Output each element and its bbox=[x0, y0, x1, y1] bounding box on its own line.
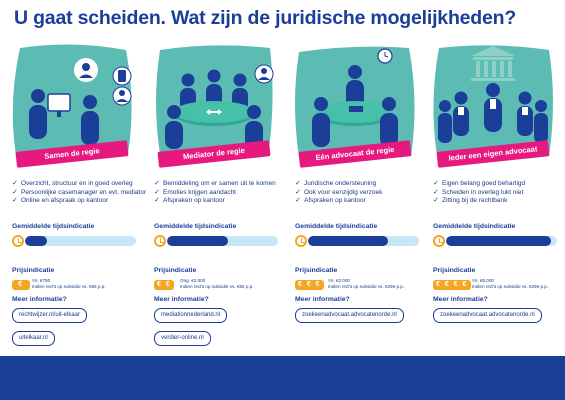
clock-icon bbox=[295, 235, 307, 247]
option-one-lawyer: Eén advocaat de regie ✓Juridische onders… bbox=[291, 42, 419, 352]
more-info-heading: Meer informatie? bbox=[433, 296, 488, 303]
price-text: Ong. €2.000 Indien recht op subsidie vs.… bbox=[180, 278, 254, 289]
price-text: Vs. €5.000 Indien recht op subsidie vs. … bbox=[472, 278, 549, 289]
check-icon: ✓ bbox=[295, 197, 301, 205]
time-bar-fill bbox=[167, 236, 229, 246]
benefit-item: ✓Overzicht, structuur en in goed overleg bbox=[12, 180, 133, 187]
time-heading: Gemiddelde tijdsindicatie bbox=[12, 223, 95, 230]
benefit-item: ✓Scheiden in overleg lukt niet bbox=[433, 188, 524, 196]
link-zoekeenadvocaat[interactable]: zoekeenadvocaat.advocatenorde.nl bbox=[295, 308, 404, 323]
footer-band bbox=[0, 356, 565, 400]
benefit-item: ✓Afspraken op kantoor bbox=[295, 197, 366, 205]
benefit-list: ✓Eigen belang goed behartigd ✓Scheiden i… bbox=[433, 180, 559, 206]
euro-icon: € € € € bbox=[433, 280, 471, 290]
euro-icon: € € bbox=[154, 280, 175, 290]
link-mediationnederland[interactable]: mediationnederland.nl bbox=[154, 308, 228, 323]
link-uitelkaar[interactable]: uitelkaar.nl bbox=[12, 331, 55, 346]
check-icon: ✓ bbox=[433, 180, 439, 187]
benefit-list: ✓Bemiddeling om er samen uit te komen ✓E… bbox=[154, 180, 280, 206]
option-mediator: Mediator de regie ✓Bemiddeling om er sam… bbox=[150, 42, 278, 352]
page-title: U gaat scheiden. Wat zijn de juridische … bbox=[14, 7, 517, 29]
benefit-item: ✓Juridische ondersteuning bbox=[295, 180, 377, 187]
link-zoekeenadvocaat[interactable]: zoekeenadvocaat.advocatenorde.nl bbox=[433, 308, 542, 323]
time-bar bbox=[308, 236, 419, 246]
benefit-list: ✓Juridische ondersteuning ✓Ook voor eenz… bbox=[295, 180, 421, 206]
time-bar-fill bbox=[25, 236, 48, 246]
time-bar bbox=[25, 236, 136, 246]
illustration-lawyer-office bbox=[295, 46, 415, 160]
more-info-heading: Meer informatie? bbox=[154, 296, 209, 303]
check-icon: ✓ bbox=[295, 188, 301, 196]
time-bar bbox=[446, 236, 557, 246]
check-icon: ✓ bbox=[154, 180, 160, 187]
link-rechtwijzer[interactable]: rechtwijzer.nl/uit-elkaar bbox=[12, 308, 88, 323]
price-text: Vs. €790 Indien recht op subsidie vs. €5… bbox=[32, 278, 106, 289]
option-own-lawyer: Ieder een eigen advocaat ✓Eigen belang g… bbox=[429, 42, 557, 352]
benefit-item: ✓Persoonlijke casemanager en evt. mediat… bbox=[12, 188, 147, 196]
time-heading: Gemiddelde tijdsindicatie bbox=[154, 223, 237, 230]
more-info-heading: Meer informatie? bbox=[12, 296, 67, 303]
benefit-item: ✓Online en afspraak op kantoor bbox=[12, 197, 109, 205]
check-icon: ✓ bbox=[433, 188, 439, 196]
price-heading: Prijsindicatie bbox=[12, 267, 55, 274]
clock-icon bbox=[12, 235, 24, 247]
check-icon: ✓ bbox=[12, 188, 18, 196]
price-heading: Prijsindicatie bbox=[154, 267, 197, 274]
price-heading: Prijsindicatie bbox=[433, 267, 476, 274]
check-icon: ✓ bbox=[295, 180, 301, 187]
check-icon: ✓ bbox=[433, 197, 439, 205]
time-heading: Gemiddelde tijdsindicatie bbox=[433, 223, 516, 230]
benefit-item: ✓Zitting bij de rechtbank bbox=[433, 197, 508, 205]
clock-icon bbox=[154, 235, 166, 247]
benefit-item: ✓Eigen belang goed behartigd bbox=[433, 180, 526, 187]
link-verdier-online[interactable]: verdier-online.nl bbox=[154, 331, 211, 346]
time-bar bbox=[167, 236, 278, 246]
more-info-heading: Meer informatie? bbox=[295, 296, 350, 303]
euro-icon: € bbox=[12, 280, 30, 290]
benefit-item: ✓Ook voor eenzijdig verzoek bbox=[295, 188, 383, 196]
time-bar-fill bbox=[446, 236, 552, 246]
clock-icon bbox=[433, 235, 445, 247]
check-icon: ✓ bbox=[12, 180, 18, 187]
illustration-online-help bbox=[12, 44, 132, 161]
benefit-list: ✓Overzicht, structuur en in goed overleg… bbox=[12, 180, 147, 206]
price-text: Vs. €2.000 Indien recht op subsidie vs. … bbox=[328, 278, 405, 289]
price-heading: Prijsindicatie bbox=[295, 267, 338, 274]
option-samen-de-regie: Samen de regie ✓Overzicht, structuur en … bbox=[8, 42, 147, 352]
check-icon: ✓ bbox=[154, 197, 160, 205]
time-bar-fill bbox=[308, 236, 388, 246]
check-icon: ✓ bbox=[12, 197, 18, 205]
benefit-item: ✓Emoties krijgen aandacht bbox=[154, 188, 236, 196]
euro-icon: € € € bbox=[295, 280, 325, 290]
time-heading: Gemiddelde tijdsindicatie bbox=[295, 223, 378, 230]
check-icon: ✓ bbox=[154, 188, 160, 196]
benefit-item: ✓Bemiddeling om er samen uit te komen bbox=[154, 180, 276, 187]
benefit-item: ✓Afspraken op kantoor bbox=[154, 197, 225, 205]
illustration-court bbox=[433, 45, 553, 160]
